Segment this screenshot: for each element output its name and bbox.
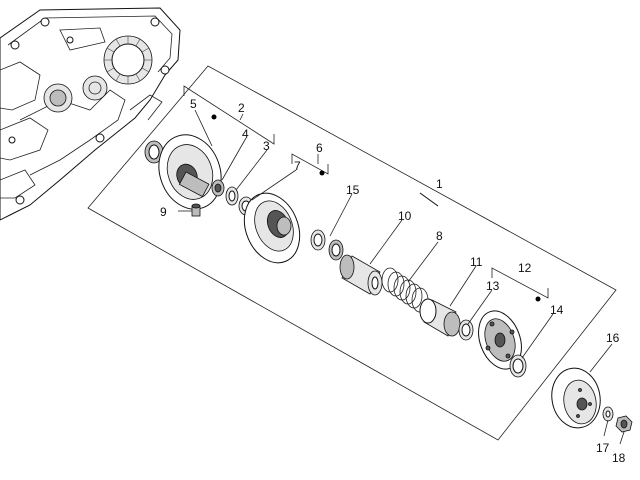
part-2-fixed-pulley [158, 134, 222, 210]
label-part-4: 4 [242, 127, 249, 141]
bracket-6 [291, 153, 329, 175]
part-12-clutch [478, 310, 522, 370]
label-part-16: 16 [606, 331, 620, 345]
label-part-1: 1 [436, 177, 443, 191]
crankcase-housing [0, 7, 181, 221]
label-part-15: 15 [346, 183, 360, 197]
part-10-sleeve [339, 254, 383, 296]
assembly-frame [87, 65, 617, 441]
part-13-ring [458, 319, 474, 341]
part-17-washer [602, 406, 614, 422]
leader-lines [178, 109, 625, 445]
label-part-13: 13 [486, 279, 500, 293]
bracket-2 [183, 85, 275, 145]
part-6-movable-pulley [243, 192, 301, 264]
label-part-12: 12 [518, 261, 532, 275]
label-part-8: 8 [436, 229, 443, 243]
label-part-18: 18 [612, 451, 626, 465]
part-11-cup [419, 298, 461, 337]
part-16-drum [551, 367, 601, 429]
part-9-screw [191, 203, 201, 217]
label-part-9: 9 [160, 205, 167, 219]
label-part-10: 10 [398, 209, 412, 223]
label-part-3: 3 [263, 139, 270, 153]
label-part-6: 6 [316, 141, 323, 155]
part-8-spring [381, 267, 429, 313]
reference-dots [211, 114, 541, 302]
label-part-17: 17 [596, 441, 610, 455]
part-18-nut [615, 415, 633, 433]
label-part-7: 7 [294, 159, 301, 173]
part-14-clip [509, 354, 527, 378]
label-part-5: 5 [190, 97, 197, 111]
part-4-bushing [211, 179, 225, 197]
label-part-2: 2 [238, 101, 245, 115]
part-3-spacer [225, 186, 239, 206]
label-part-14: 14 [550, 303, 564, 317]
label-part-11: 11 [470, 255, 483, 269]
bracket-12 [491, 267, 549, 299]
part-15-o-rings [310, 229, 344, 261]
